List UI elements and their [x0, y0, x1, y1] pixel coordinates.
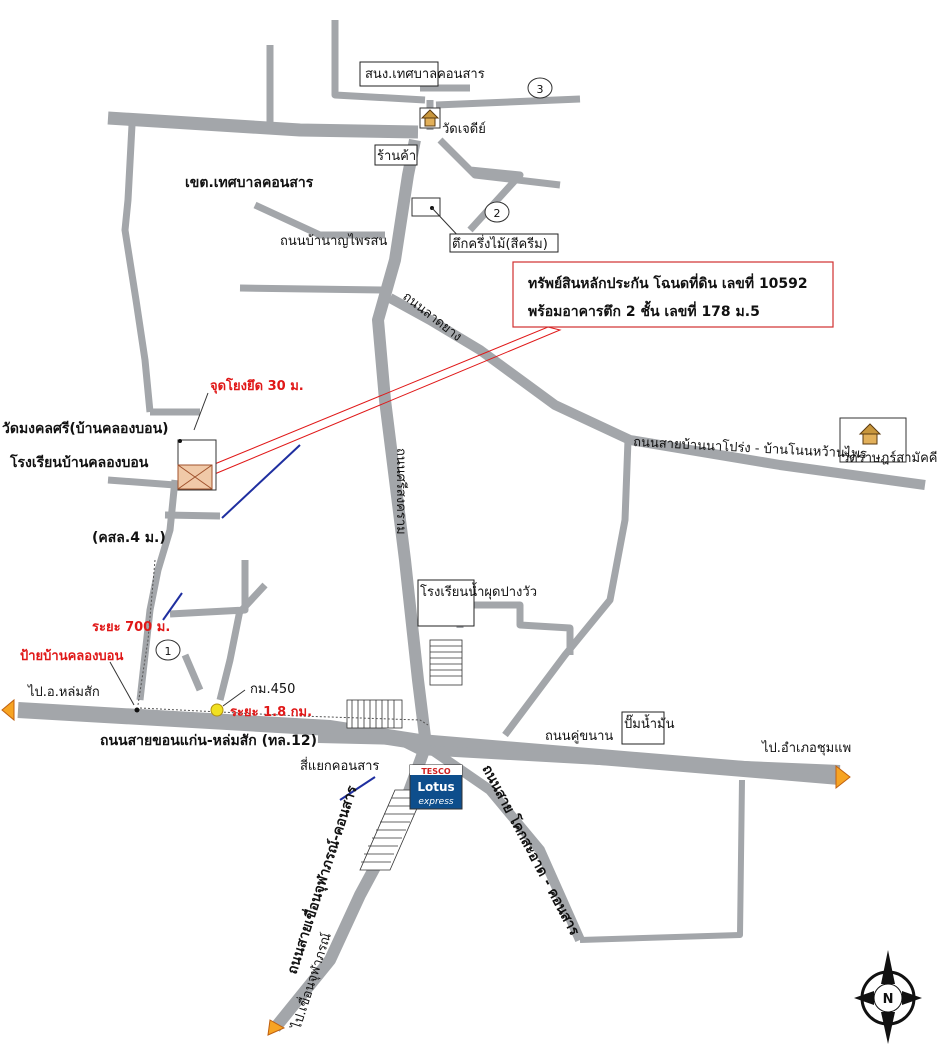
- blue-lines: [162, 444, 376, 801]
- label-wooden-building: ตึกครึ่งไม้(สีครีม): [452, 235, 548, 252]
- marker-3-label: 3: [537, 83, 544, 96]
- road-ban-na: [253, 201, 385, 239]
- temple-chedi-icon: [419, 107, 441, 129]
- label-shop: ร้านค้า: [377, 149, 416, 164]
- property-plot: [177, 439, 217, 491]
- label-to-chum-phae: ไป.อำเภอชุมแพ: [761, 740, 851, 756]
- north-arrow-icon: N: [854, 950, 922, 1044]
- label-km450: กม.450: [250, 682, 295, 697]
- label-temple-rat: วัดราษฎร์สามัคคี: [842, 450, 938, 466]
- logo-express-text: express: [418, 797, 454, 807]
- arrow-south-icon: [267, 1019, 286, 1036]
- road-mid-south: [502, 439, 632, 738]
- road-lat-yang: [387, 293, 926, 490]
- label-to-lom-sak: ไป.อ.หล่มสัก: [27, 684, 100, 700]
- label-distance-700: ระยะ 700 ม.: [92, 620, 170, 635]
- label-khsl: (คสล.4 ม.): [92, 530, 166, 546]
- road-village-3: [169, 560, 268, 701]
- marker-2: 2: [484, 201, 510, 223]
- tesco-lotus-logo: TESCO Lotus express: [409, 764, 463, 810]
- callout-line1: ทรัพย์สินหลักประกัน โฉนดที่ดิน เลขที่ 10…: [528, 273, 808, 292]
- road-main-vertical: [372, 138, 432, 746]
- label-distance-1-8: ระยะ 1.8 กม.: [230, 705, 312, 720]
- logo-lotus-text: Lotus: [417, 780, 454, 794]
- km-marker-icon: [210, 703, 224, 717]
- logo-tesco-text: TESCO: [421, 767, 451, 776]
- callout-line2: พร้อมอาคารตึก 2 ชั้น เลขที่ 178 ม.5: [528, 300, 760, 320]
- marker-1-label: 1: [165, 645, 172, 658]
- marker-3: 3: [527, 77, 553, 99]
- label-municipal-zone: เขต.เทศบาลคอนสาร: [185, 175, 314, 191]
- label-school-nam-phu: โรงเรียนน้ำผุดปางวัว: [420, 582, 537, 600]
- road-village-2: [136, 479, 179, 701]
- label-gas-station: ปั๊มน้ำมัน: [624, 714, 675, 732]
- label-anchor-point: จุดโยงยึด 30 ม.: [210, 377, 304, 394]
- road-top-right: [435, 95, 581, 109]
- marker-2-label: 2: [494, 207, 501, 220]
- label-road-lat-yang: ถนนลาดยาง: [400, 289, 465, 344]
- callout-line: [199, 326, 562, 479]
- temple-rat-icon: [839, 417, 907, 463]
- arrow-east-icon: [835, 764, 851, 790]
- label-school-khlong-bon: โรงเรียนบ้านคลองบอน: [9, 453, 149, 471]
- road-top-main: [107, 111, 419, 139]
- road-mid-west: [239, 284, 386, 294]
- arrow-west-icon: [1, 698, 15, 722]
- asset-callout: ทรัพย์สินหลักประกัน โฉนดที่ดิน เลขที่ 10…: [512, 261, 834, 328]
- label-road-khok-sa-at: ถนนสาย โคกสะอาด - คอนสาร: [478, 761, 584, 938]
- road-south-east: [579, 779, 745, 943]
- label-intersection: สี่แยกคอนสาร: [300, 757, 379, 774]
- road-left-vertical: [121, 124, 154, 413]
- building-blocks: [346, 639, 463, 871]
- marker-1: 1: [155, 639, 181, 661]
- label-road-vertical: ถนนศรีสงคราม: [393, 448, 409, 535]
- road-village-4: [181, 653, 204, 692]
- road-network: [17, 20, 926, 1032]
- label-temple-chedi: วัดเจดีย์: [442, 121, 486, 137]
- road-top-connector: [266, 20, 470, 130]
- label-highway: ถนนสายขอนแก่น-หล่มสัก (ทล.12): [100, 733, 317, 749]
- label-road-ban-na: ถนนบ้านาญไพรสน: [280, 233, 387, 249]
- label-office: สนง.เทศบาลคอนสาร: [365, 67, 485, 82]
- label-road-khu-khanan: ถนนคู่ขนาน: [545, 729, 613, 744]
- north-label: N: [883, 992, 894, 1007]
- label-temple-mongkhon: วัดมงคลศรี(บ้านคลองบอน): [2, 421, 169, 437]
- label-sign-khlong-bon: ป้ายบ้านคลองบอน: [20, 648, 123, 664]
- road-school: [456, 601, 574, 655]
